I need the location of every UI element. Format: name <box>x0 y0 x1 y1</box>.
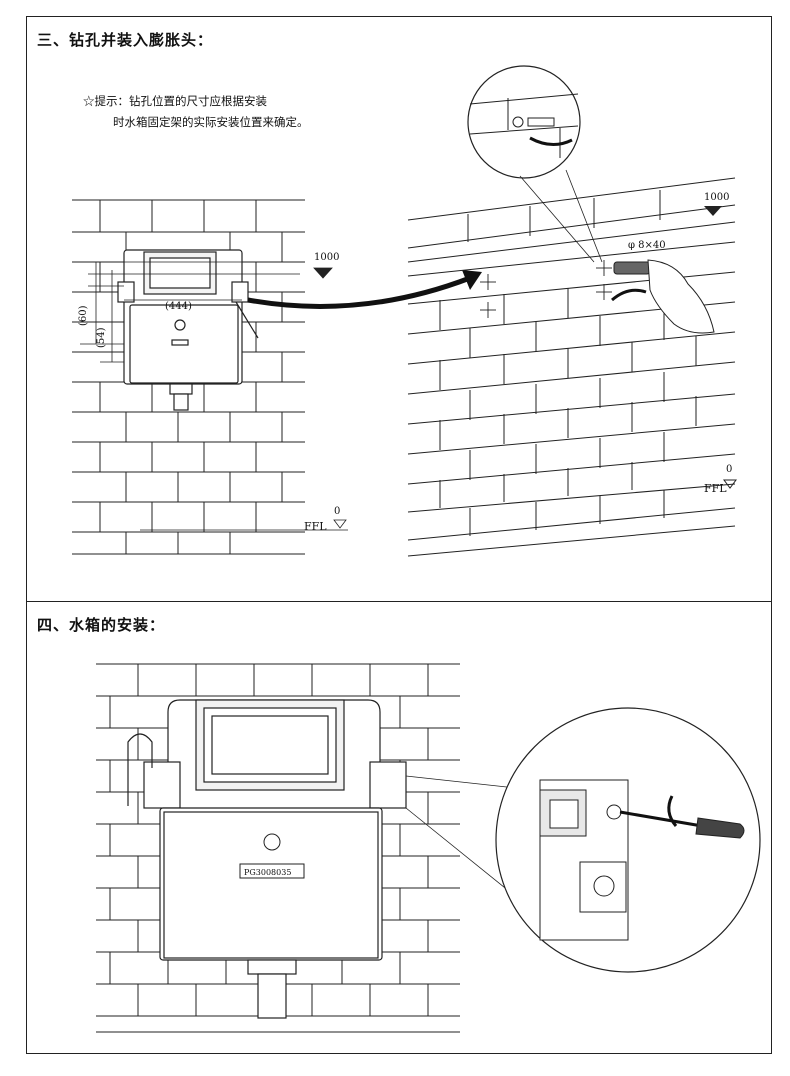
screw-detail <box>495 707 761 973</box>
ffl-label: FFL <box>304 520 327 533</box>
rotate-arrow-icon <box>667 795 678 827</box>
cistern-icon <box>239 833 305 879</box>
tip-line-1: ☆提示：钻孔位置的尺寸应根据安装 <box>83 94 267 108</box>
wall-plug-detail <box>467 65 603 263</box>
transfer-arrow-icon <box>247 270 482 309</box>
dim-60-label: (60) <box>78 305 89 326</box>
ffl-right-label: FFL <box>704 482 727 495</box>
rotate-arrow-icon <box>529 136 573 146</box>
nameplate-code: PG3008035 <box>244 868 291 877</box>
screwdriver-icon <box>619 795 745 839</box>
level-1000-label: 1000 <box>314 252 339 263</box>
wall-plug-icon <box>527 117 555 127</box>
dim-444-label: (444) <box>165 301 192 312</box>
drill-spec-label: φ 8×40 <box>628 240 666 251</box>
level-1000-right-label: 1000 <box>704 192 729 203</box>
left-dimensions <box>80 261 348 531</box>
drill-marks <box>480 260 612 318</box>
section-3-heading: 三、钻孔并装入膨胀头： <box>37 31 214 49</box>
ffl-value: 0 <box>334 506 340 517</box>
tip-line-2: 时水箱固定架的实际安装位置来确定。 <box>113 115 309 129</box>
drill-icon <box>611 259 715 334</box>
cistern-icon <box>117 249 259 411</box>
right-brick-wall <box>407 177 736 557</box>
mounted-cistern <box>127 699 407 1019</box>
ffl-right-value: 0 <box>726 464 732 475</box>
section-4-heading: 四、水箱的安装： <box>37 616 166 634</box>
installation-tip: ☆提示：钻孔位置的尺寸应根据安装 时水箱固定架的实际安装位置来确定。 <box>83 91 309 133</box>
level-marker-right <box>704 206 722 216</box>
dim-54-label: (54) <box>96 327 107 348</box>
